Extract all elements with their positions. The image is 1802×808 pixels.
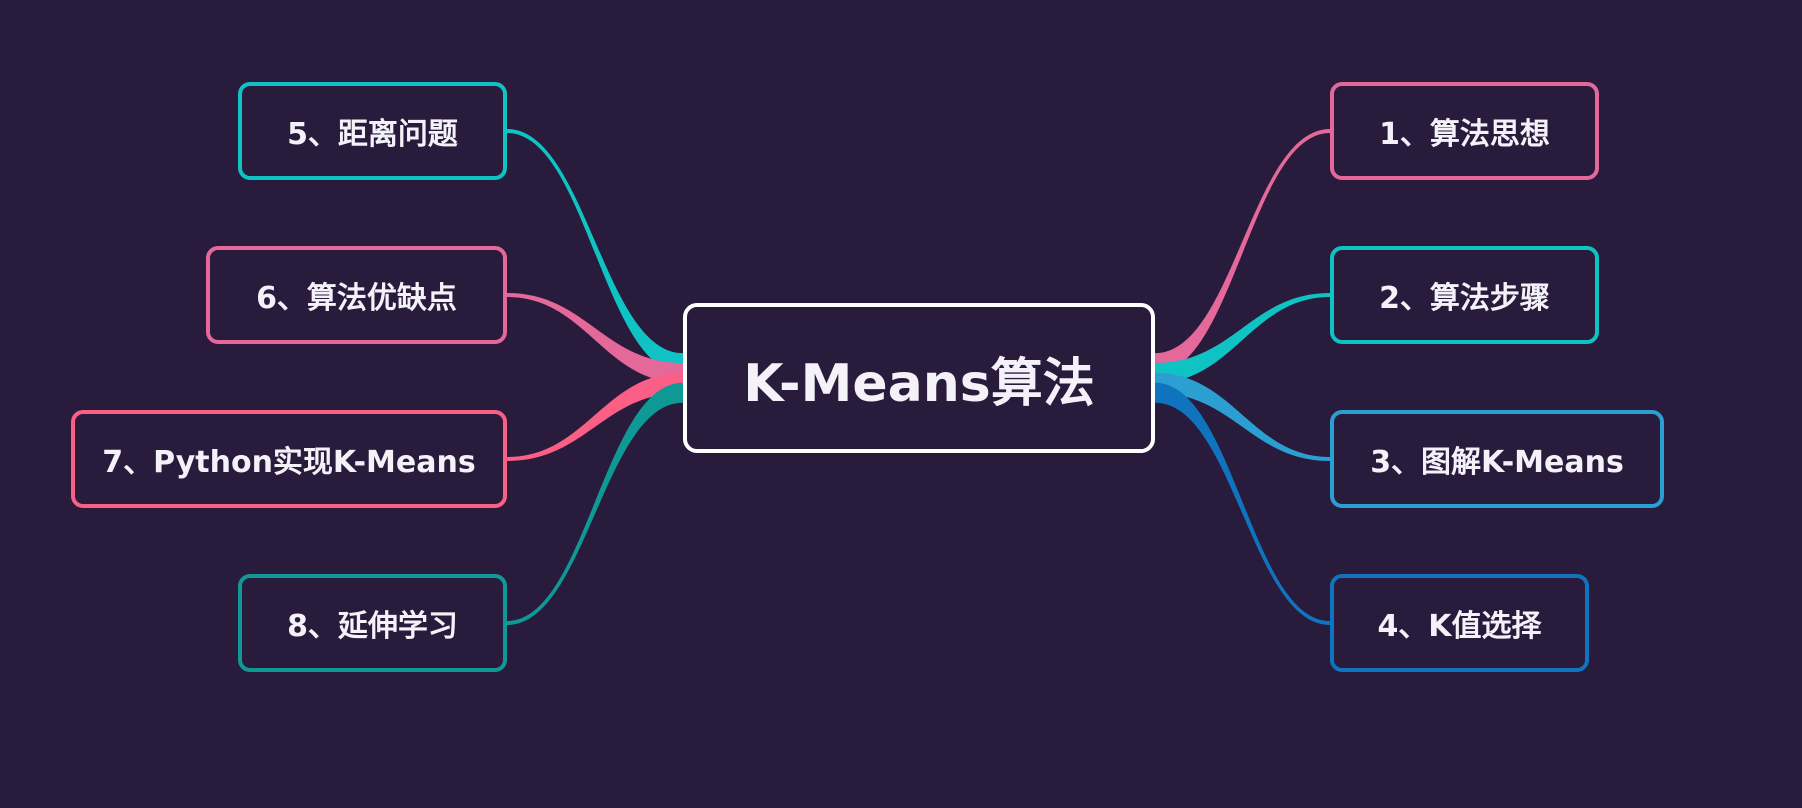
topic-distance-issue[interactable]: 5、距离问题 <box>238 82 507 180</box>
topic-python-implementation[interactable]: 7、Python实现K-Means <box>71 410 507 508</box>
connector-3 <box>1155 372 1330 461</box>
topic-k-value-selection[interactable]: 4、K值选择 <box>1330 574 1589 672</box>
connector-5 <box>507 129 683 374</box>
topic-further-learning[interactable]: 8、延伸学习 <box>238 574 507 672</box>
central-topic[interactable]: K-Means算法 <box>683 303 1155 453</box>
connector-6 <box>507 293 683 384</box>
topic-algorithm-steps[interactable]: 2、算法步骤 <box>1330 246 1599 344</box>
topic-algorithm-idea[interactable]: 1、算法思想 <box>1330 82 1599 180</box>
connector-2 <box>1155 293 1330 384</box>
connector-1 <box>1155 129 1330 374</box>
topic-pros-and-cons[interactable]: 6、算法优缺点 <box>206 246 507 344</box>
connector-4 <box>1155 382 1330 625</box>
connector-8 <box>507 382 683 625</box>
topic-illustrated-kmeans[interactable]: 3、图解K-Means <box>1330 410 1664 508</box>
connector-7 <box>507 372 683 461</box>
